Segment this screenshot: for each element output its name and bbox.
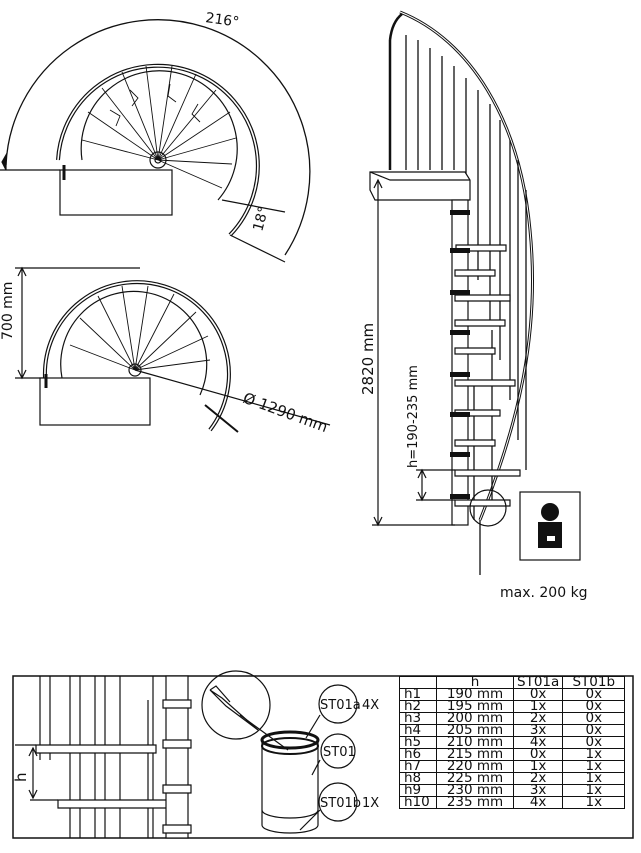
detail-panel: h ST01a 4X ST01 ST01b 1X [12,670,634,839]
table-cell: h8 [399,771,437,785]
callout-st01b: ST01b [320,796,361,811]
table-cell: 4x [512,795,564,809]
height-700-label: 700 mm [0,282,16,340]
table-cell: 200 mm [436,711,514,725]
table-cell: h10 [399,795,437,809]
table-cell: 3x [512,723,564,737]
elevation-view: 2820 mm h=190-235 mm [359,10,535,575]
table-cell: 205 mm [436,723,514,737]
diameter-label: Ø 1290 mm [241,389,331,436]
table-cell: 235 mm [436,795,514,809]
max-load-label: max. 200 kg [500,585,588,601]
spacer-tube [239,714,321,834]
callout-st01a-qty: 4X [362,698,379,713]
table-cell: 3x [512,783,564,797]
table-cell: h2 [399,699,437,713]
table-cell: 210 mm [436,735,514,749]
table-cell: 2x [512,711,564,725]
table-cell: 0x [512,687,564,701]
table-cell: 0x [562,735,626,749]
table-header-cell: ST01b [562,675,626,689]
table-cell: 1x [562,795,626,809]
top-plan-view: 216° 18° [0,10,311,263]
callout-st01: ST01 [323,745,356,760]
step-height-label: h=190-235 mm [406,365,421,468]
step-angle-label: 18° [250,205,272,233]
table-cell: h4 [399,723,437,737]
table-header-row: h ST01a ST01b [399,675,626,689]
table-cell: 220 mm [436,759,514,773]
landing-platform [39,377,151,426]
table-cell: 4x [512,735,564,749]
callout-st01b-qty: 1X [362,796,379,811]
table-cell: h6 [399,747,437,761]
total-height-label: 2820 mm [359,323,377,395]
tool-detail-circle [201,670,271,740]
table-cell: 195 mm [436,699,514,713]
rotation-angle-label: 216° [204,10,240,31]
angle-arc [5,19,311,256]
table-cell: 1x [562,771,626,785]
callout-st01a: ST01a [320,698,361,713]
load-weight-icon [519,491,581,561]
bottom-plan-view: 700 mm Ø 1290 mm [0,266,331,436]
h-label: h [12,772,30,782]
landing-platform [59,169,173,216]
